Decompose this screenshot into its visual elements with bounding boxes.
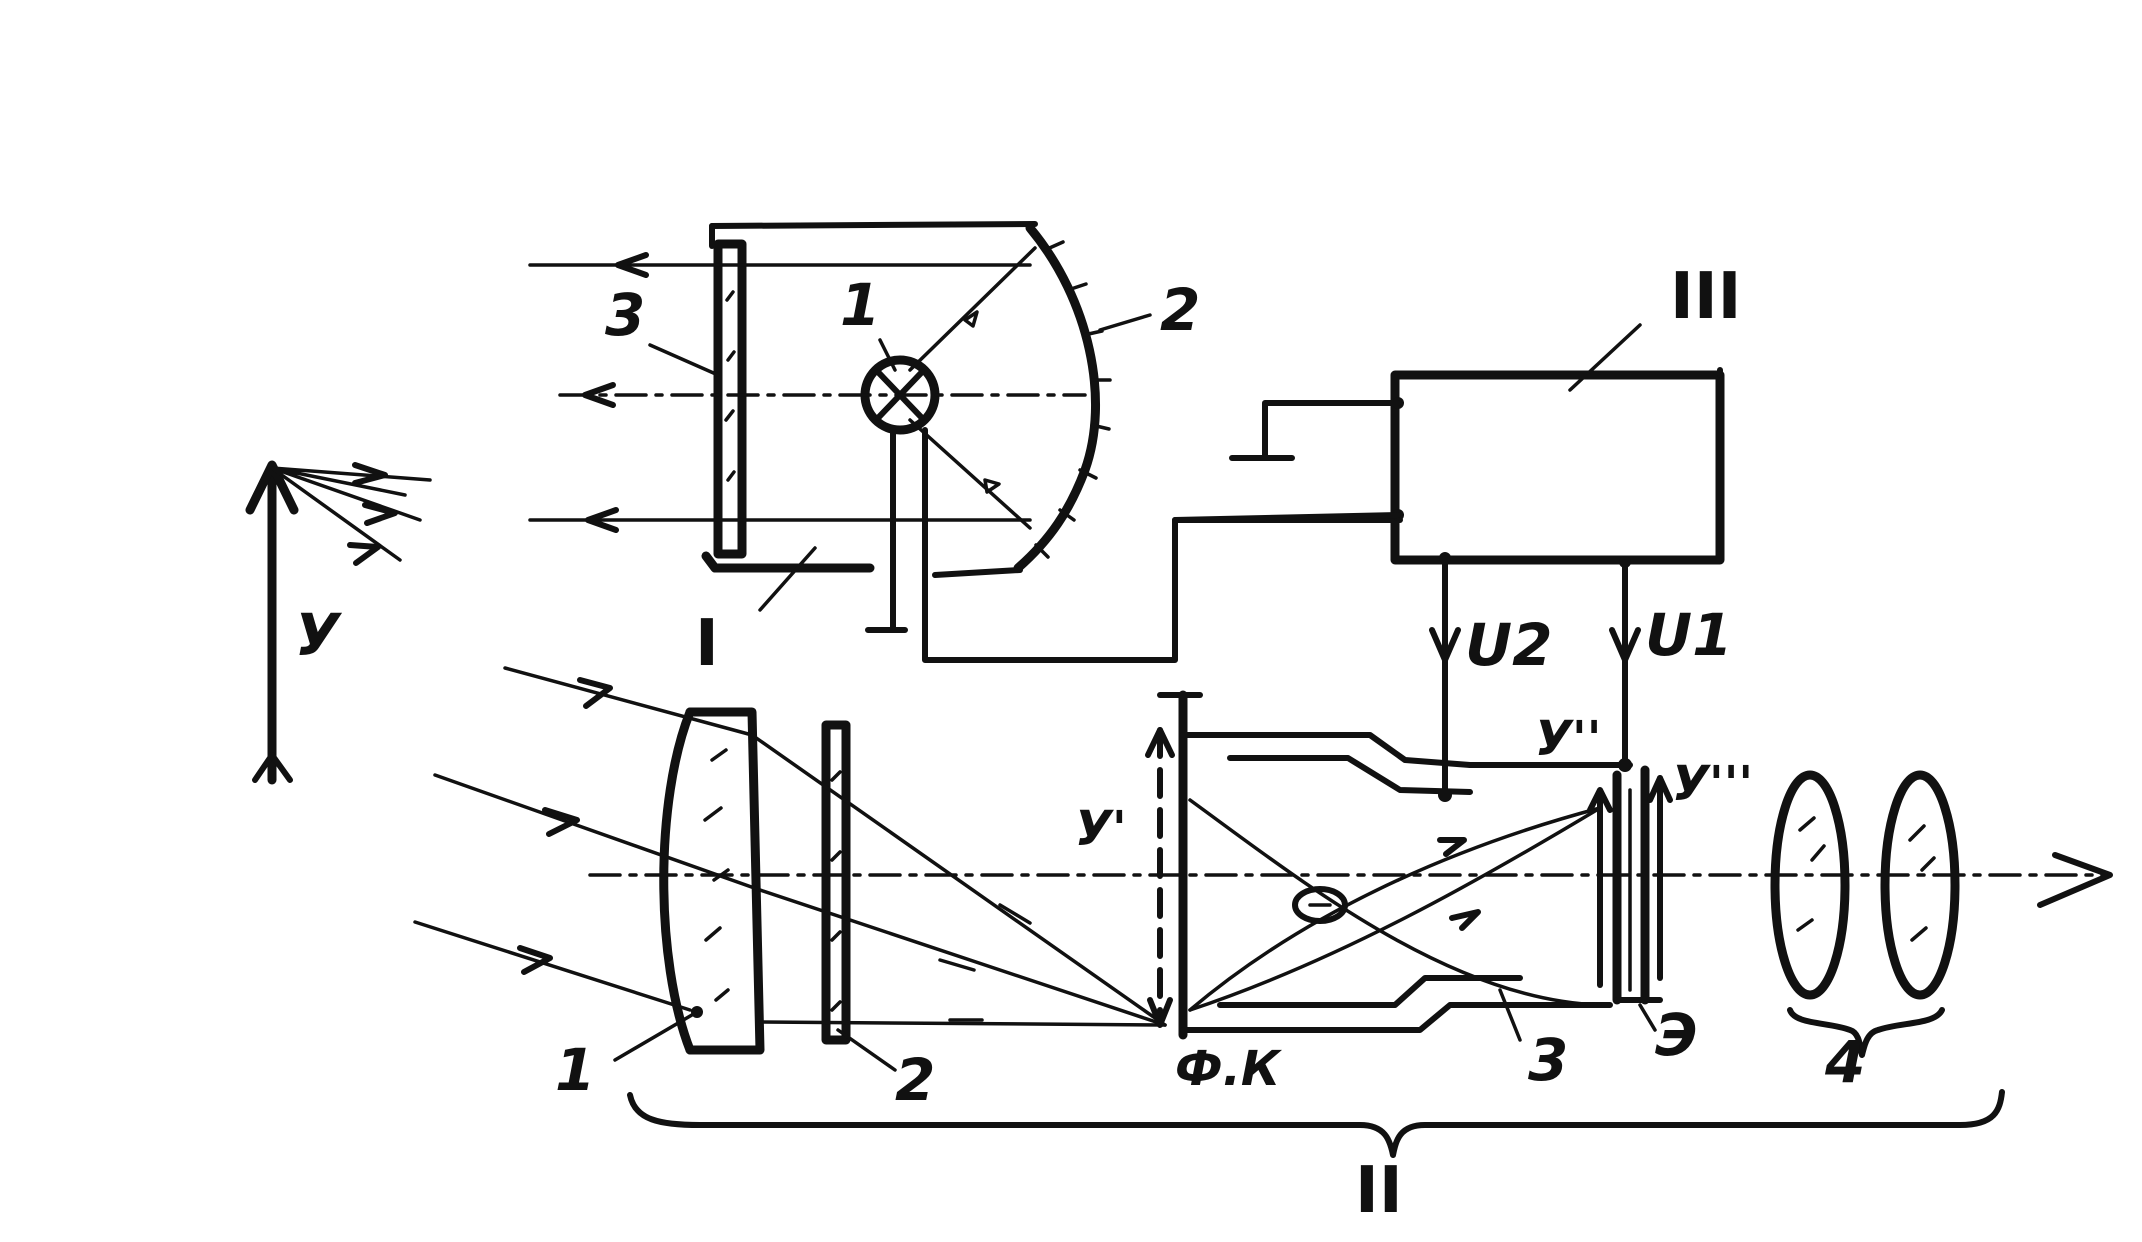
tube-bottom-outer <box>1180 1002 1613 1033</box>
beam-arrow-top <box>615 252 649 278</box>
leader-power-supply <box>1568 323 1642 392</box>
eyepiece-brace <box>1787 1007 1945 1058</box>
leader-block-I <box>758 546 817 612</box>
ground-wire <box>1229 400 1401 461</box>
reflector-mirror <box>1013 223 1101 573</box>
leader-filter <box>648 343 720 377</box>
label-illuminator-filter: 3 <box>605 281 645 349</box>
ray-lamp-down <box>908 418 1032 530</box>
image-cathode-tail <box>1147 997 1173 1028</box>
label-image-screen: У''' <box>1672 756 1753 812</box>
object-ray-arrows <box>347 462 398 566</box>
power-supply-box <box>1390 370 1725 565</box>
label-illuminator-reflector: 2 <box>1160 276 1200 344</box>
electron-path-2 <box>1188 806 1602 1012</box>
illuminator-block: 3 1 2 I <box>528 221 1403 681</box>
beam-arrow-bottom <box>585 507 619 533</box>
reflector-hatching <box>1034 240 1112 559</box>
label-block-II: II <box>1355 1154 1403 1228</box>
label-u1: U1 <box>1645 601 1732 669</box>
leader-converter-filter <box>836 1028 897 1072</box>
label-photocathode: Ф.К <box>1175 1041 1283 1097</box>
block-II-brace <box>627 1089 2005 1158</box>
u2-arrow <box>1429 627 1461 663</box>
ray-focus-arrows <box>938 903 1032 1022</box>
label-objective: 1 <box>555 1036 595 1104</box>
label-image-cathode: У' <box>1075 801 1127 857</box>
label-u2: U2 <box>1465 611 1552 679</box>
filter-hatching <box>724 290 736 482</box>
leader-reflector <box>1098 313 1152 332</box>
ray-in-1 <box>503 666 754 737</box>
converter-block: У' <box>413 666 2113 1228</box>
label-screen: Э <box>1655 1001 1698 1069</box>
ray-focus-2 <box>758 888 1167 1027</box>
object-tail <box>252 752 293 783</box>
lamp-wire <box>922 427 1403 663</box>
converter-filter <box>821 720 851 1045</box>
label-converter-filter: 2 <box>895 1046 935 1114</box>
label-power-supply: III <box>1670 260 1741 334</box>
label-tube: 3 <box>1528 1026 1568 1094</box>
u2-node <box>1438 788 1452 802</box>
label-object: У <box>295 601 343 669</box>
u1-node <box>1618 758 1632 772</box>
image-cathode-head <box>1145 727 1175 758</box>
lamp-stand-left <box>865 427 908 633</box>
objective-lens-front <box>659 707 695 1055</box>
eyepiece-lens-2 <box>1880 770 1960 1000</box>
converter-filter-hatching <box>830 770 842 1012</box>
leader-tube <box>1498 988 1522 1042</box>
u1-arrow <box>1609 627 1641 663</box>
leader-objective <box>613 1010 699 1062</box>
ray-in-arrows <box>517 677 613 975</box>
electron-path-1 <box>1188 806 1602 1012</box>
ray-arrow <box>983 478 1001 494</box>
label-image-electronic: У'' <box>1535 711 1601 767</box>
leader-lamp <box>878 338 897 372</box>
axis-arrow <box>2037 852 2113 908</box>
screen-image-head <box>1587 787 1613 813</box>
ray-arrow <box>963 310 979 328</box>
eyepiece-hatching <box>1796 816 1936 942</box>
beam-arrow-mid <box>582 382 616 408</box>
ray-focus-3 <box>758 1020 1167 1027</box>
label-illuminator-lamp: 1 <box>840 271 880 339</box>
tube-top-inner <box>1227 755 1473 795</box>
ray-in-3 <box>413 920 692 1012</box>
eyepiece-lens-1 <box>1770 770 1850 1000</box>
electron-arrows <box>1437 837 1481 931</box>
power-supply-block: III U2 U1 <box>1172 260 1741 802</box>
illuminator-housing-top <box>709 221 1038 229</box>
ray-focus-1 <box>750 733 1167 1027</box>
object-rays <box>270 466 432 562</box>
ray-lamp-up <box>908 246 1037 372</box>
objective-lens-body <box>685 707 765 1055</box>
label-block-I: I <box>695 607 719 681</box>
object-arrow: У <box>245 460 432 785</box>
leader-screen <box>1638 1003 1657 1032</box>
ray-in-2 <box>433 773 762 892</box>
label-eyepiece: 4 <box>1824 1028 1865 1096</box>
reflector-base <box>932 567 1023 578</box>
tube-top-outer <box>1180 732 1473 768</box>
electron-path-3 <box>1188 798 1602 1007</box>
illuminator-housing-bottom <box>701 551 875 573</box>
object-arrowhead <box>245 460 299 515</box>
lamp-supply-wire <box>1172 512 1401 523</box>
illuminator-filter <box>713 239 747 559</box>
screen-image-right-head <box>1647 775 1673 803</box>
